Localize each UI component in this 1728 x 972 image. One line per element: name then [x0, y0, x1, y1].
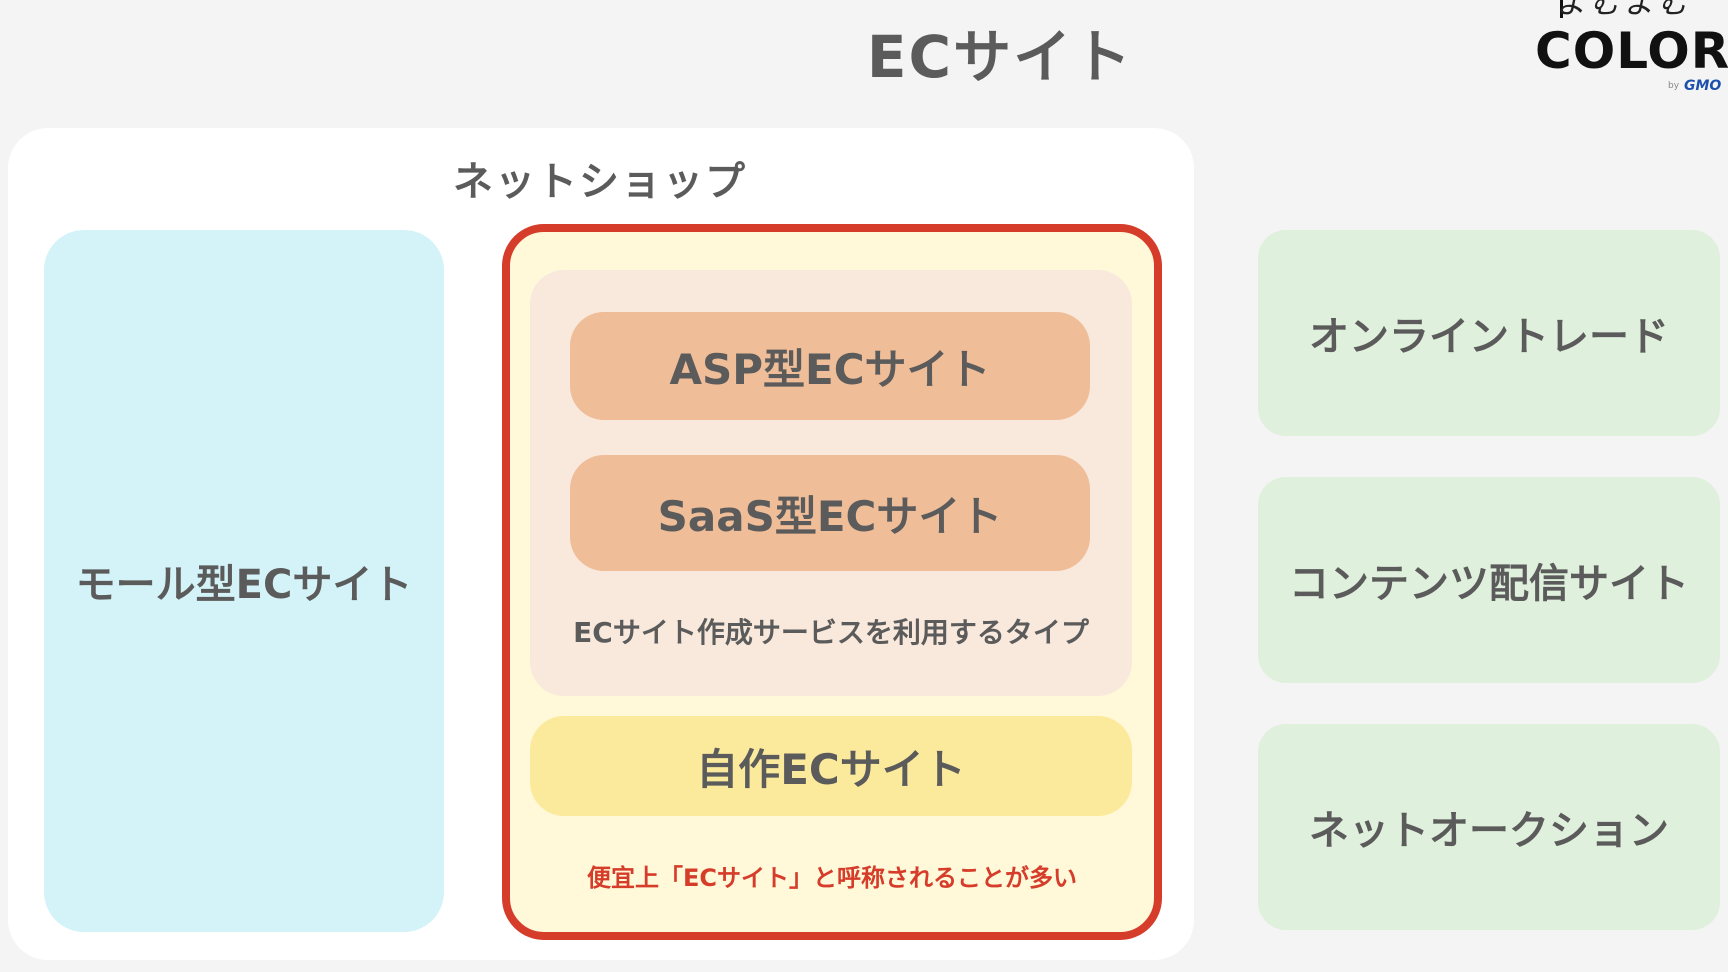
ec-site-naming-note: 便宜上「ECサイト」と呼称されることが多い: [586, 863, 1077, 892]
self-made-ec-site-pill: 自作ECサイト: [530, 716, 1132, 816]
asp-ec-site-label: ASP型ECサイト: [669, 344, 991, 394]
logo-script-text: よむよむ: [1556, 0, 1692, 21]
saas-ec-site-label: SaaS型ECサイト: [657, 491, 1003, 541]
online-trade-box: オンライントレード: [1258, 230, 1720, 436]
logo-mark: [1560, 0, 1563, 18]
saas-ec-site-pill: SaaS型ECサイト: [570, 455, 1090, 571]
self-made-ec-site-label: 自作ECサイト: [696, 744, 966, 794]
page-title: ECサイト: [0, 12, 1728, 92]
mall-ec-site-box: モール型ECサイト: [44, 230, 444, 932]
content-distribution-site-box: コンテンツ配信サイト: [1258, 477, 1720, 683]
logo-by-text: by: [1668, 81, 1680, 91]
online-trade-label: オンライントレード: [1309, 314, 1669, 360]
service-type-caption: ECサイト作成サービスを利用するタイプ: [573, 616, 1089, 649]
logo-company: GMO: [1684, 78, 1722, 94]
net-auction-label: ネットオークション: [1309, 808, 1669, 854]
mall-ec-site-label: モール型ECサイト: [75, 562, 413, 608]
page-title-text: ECサイト: [866, 23, 1134, 91]
asp-ec-site-pill: ASP型ECサイト: [570, 312, 1090, 420]
content-distribution-site-label: コンテンツ配信サイト: [1289, 561, 1689, 607]
netshop-label: ネットショップ: [453, 159, 747, 205]
color-logo: よむよむ COLOR by GMO: [1500, 0, 1728, 100]
logo-wordmark: COLOR: [1535, 22, 1728, 80]
net-auction-box: ネットオークション: [1258, 724, 1720, 930]
